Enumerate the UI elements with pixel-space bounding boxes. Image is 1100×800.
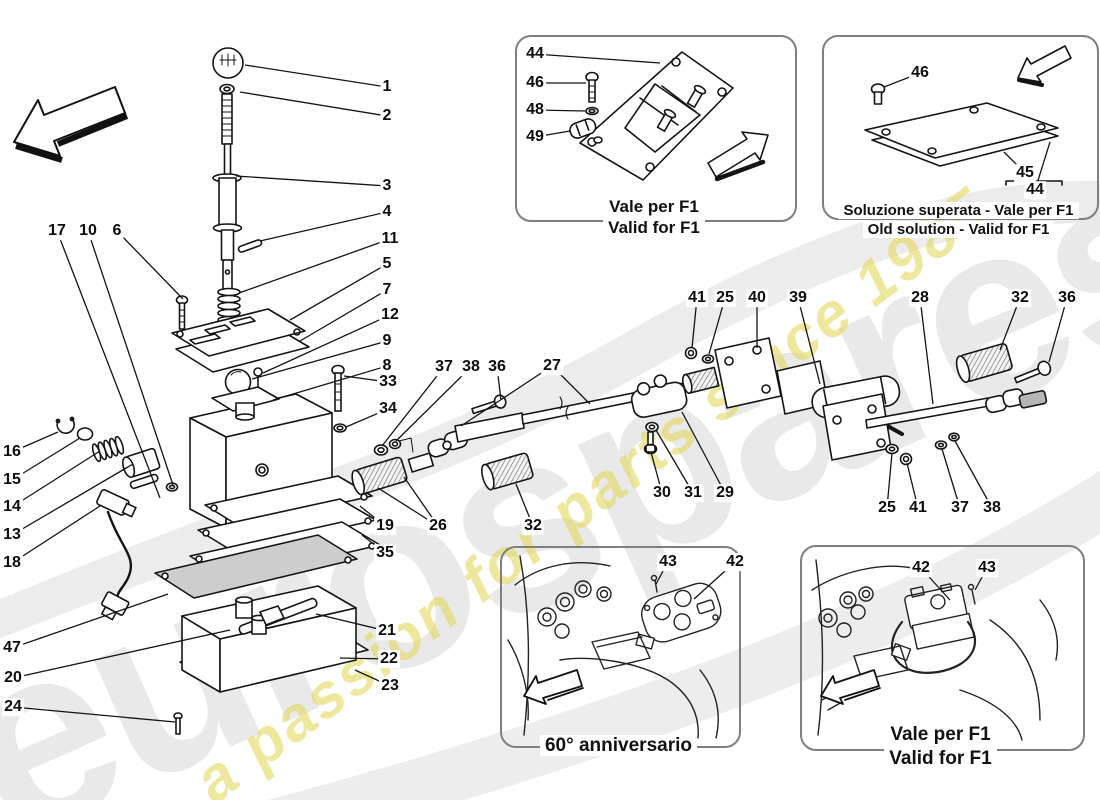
coupling-body (630, 374, 688, 419)
circlip (56, 418, 75, 434)
gasket-stack (154, 475, 381, 599)
splined-sleeve (351, 456, 408, 496)
gear-shift-lever (175, 47, 263, 330)
watermark-swoosh-2 (267, 470, 1100, 800)
support-bracket (714, 337, 782, 409)
detent-spring (91, 435, 125, 463)
f1-control-unit (904, 583, 975, 650)
universal-joint-right (985, 388, 1025, 414)
cable-connector (100, 591, 130, 621)
shift-gate-plates (171, 308, 310, 373)
inset-caption-old-solution: Soluzione superata - Vale per F1 Old sol… (822, 201, 1095, 239)
inset-box-old-solution (822, 35, 1099, 220)
position-sensor (96, 489, 137, 518)
inset-arrow-left-icon (523, 669, 584, 705)
cable-clamp (569, 118, 597, 139)
console-60-anniversario-art (507, 555, 722, 739)
f1-cover-plate-art (569, 51, 769, 182)
linkage-bolt (471, 394, 507, 415)
inset-caption-valid-for-f1-top: Vale per F1 Valid for F1 (515, 196, 793, 238)
lever-ball-joint (224, 367, 263, 396)
caption-line: Vale per F1 (885, 724, 996, 745)
console-f1-art (811, 559, 1059, 741)
lever-flange (211, 386, 280, 412)
panel-screw (654, 579, 658, 593)
caption-line: Soluzione superata - Vale per F1 (838, 202, 1079, 219)
return-spring (217, 287, 241, 325)
gate-screw (175, 295, 189, 330)
linkage-bolt-right (1013, 360, 1052, 384)
unit-cable-loop (890, 620, 977, 674)
sensor-cable (106, 510, 133, 602)
caption-line: Old solution - Valid for F1 (862, 221, 1055, 238)
bottom-cover-assembly (173, 585, 369, 735)
rod-end-tube (454, 412, 525, 443)
protective-sleeve (955, 343, 1013, 383)
inset-arrow-sw-icon (1017, 45, 1072, 87)
detent-cap (76, 427, 94, 441)
mount-bracket-2 (822, 393, 892, 461)
protective-sleeve-left (481, 452, 534, 491)
inset-caption-valid-for-f1-bottom: Vale per F1 Valid for F1 (800, 723, 1081, 771)
detent-parts (55, 416, 179, 621)
small-screw (253, 367, 263, 377)
highlighted-gasket (154, 534, 358, 599)
caption-line: Valid for F1 (603, 218, 705, 237)
anniversary-switch-panel (641, 582, 722, 643)
caption-line: Valid for F1 (884, 748, 997, 769)
main-direction-arrow-icon (13, 86, 129, 163)
inset-arrow-left-icon-2 (820, 669, 881, 705)
inset-caption-60-anniversario: 60° anniversario (500, 735, 737, 757)
inset-arrow-ne-icon (707, 131, 769, 182)
caption-line: Vale per F1 (604, 197, 704, 216)
caption-line: 60° anniversario (539, 735, 697, 756)
45-44-bracket (1005, 180, 1063, 186)
roll-pin (237, 239, 263, 253)
housing-bolt (331, 364, 347, 433)
unit-screw (971, 589, 976, 605)
external-gearchange-linkage (351, 337, 1052, 496)
old-solution-plate-art (864, 45, 1072, 186)
